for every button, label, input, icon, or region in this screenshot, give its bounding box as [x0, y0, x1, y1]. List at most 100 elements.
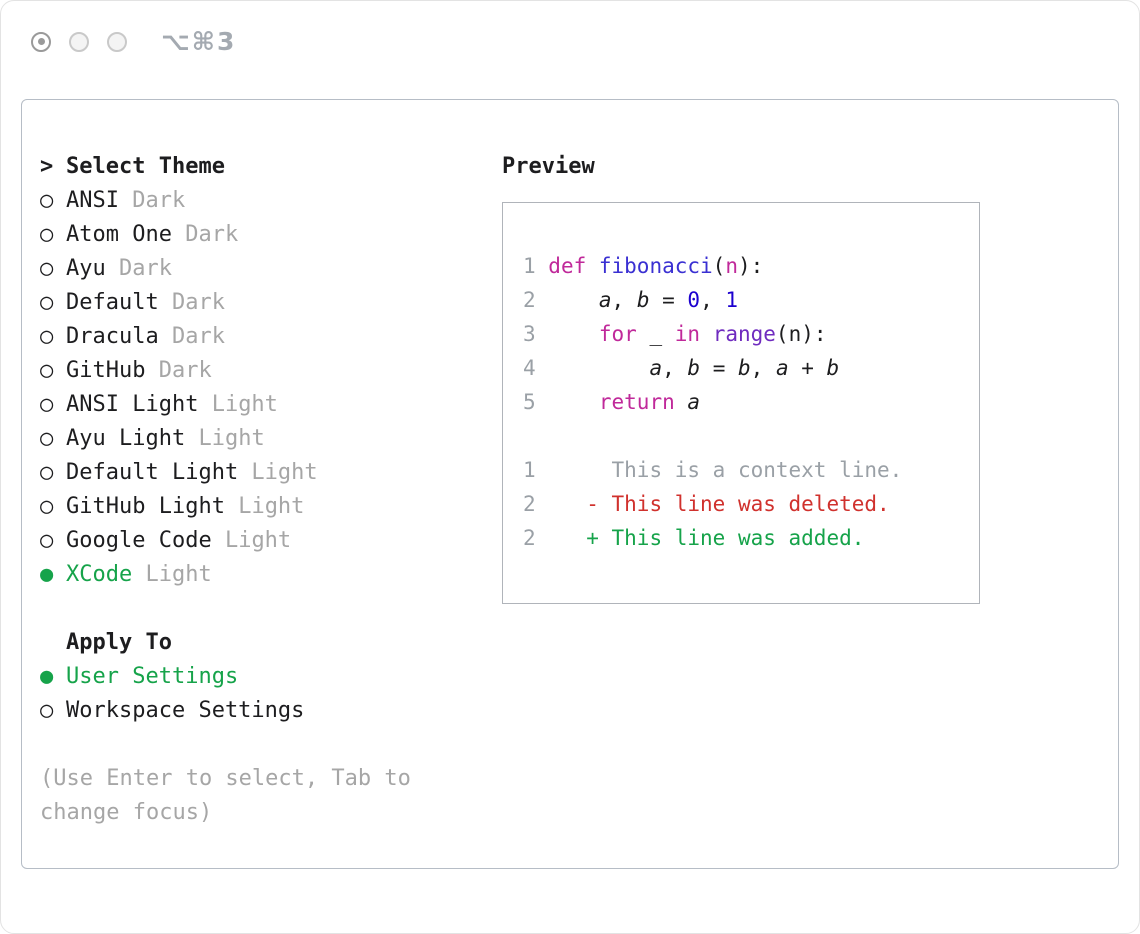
code-line: 2 a, b = 0, 1 [523, 283, 979, 317]
radio-icon: ○ [40, 392, 54, 417]
theme-item[interactable]: ○Default Dark [40, 286, 411, 320]
apply-option[interactable]: ○ Workspace Settings [40, 694, 411, 728]
line-number: 2 [523, 288, 549, 312]
diff-line: 1 This is a context line. [523, 453, 979, 487]
radio-icon: ● [40, 664, 54, 689]
apply-option-label: User Settings [66, 664, 239, 689]
theme-item[interactable]: ○Atom One Dark [40, 218, 411, 252]
theme-item[interactable]: ○ ANSI Dark [40, 184, 411, 218]
code-token: , [611, 288, 637, 312]
radio-icon: ○ [40, 222, 54, 247]
code-token: a [598, 288, 612, 312]
titlebar: ⌥⌘3 [31, 27, 236, 56]
diff-text: This is a context line. [548, 458, 903, 482]
apply-option[interactable]: ● User Settings [40, 660, 411, 694]
theme-variant: Light [185, 426, 265, 451]
radio-icon: ○ [40, 358, 54, 383]
theme-variant: Light [198, 392, 278, 417]
theme-variant: Light [132, 562, 212, 587]
apply-to-title: Apply To [66, 630, 172, 655]
code-line: 3 for _ in range(n): [523, 317, 979, 351]
diff-text: + This line was added. [548, 526, 865, 550]
theme-name: GitHub Light [66, 494, 225, 519]
code-token: a [775, 356, 789, 380]
radio-icon: ● [40, 562, 54, 587]
code-token: 0 [687, 288, 701, 312]
theme-variant: Dark [105, 256, 172, 281]
theme-item[interactable]: ○Default Light Light [40, 456, 411, 490]
line-number: 2 [523, 492, 549, 516]
code-token: , [750, 356, 776, 380]
theme-list: ○ANSI Dark○Atom One Dark○Ayu Dark○Defaul… [40, 184, 411, 592]
hint-line-2: change focus) [40, 800, 213, 825]
code-token: for [598, 322, 637, 346]
radio-icon: ○ [40, 494, 54, 519]
radio-icon: ○ [40, 426, 54, 451]
code-token: b [738, 356, 751, 380]
line-number: 2 [523, 526, 549, 550]
theme-variant: Dark [145, 358, 212, 383]
traffic-light-zoom-icon[interactable] [107, 31, 127, 52]
theme-item[interactable]: ○Ayu Dark [40, 252, 411, 286]
code-token [675, 390, 688, 414]
traffic-light-dot [37, 38, 45, 45]
main-panel: >Select Theme ○ANSI Dark○Atom One Dark○A… [21, 99, 1119, 869]
diff-line: 2 + This line was added. [523, 521, 979, 555]
window-shortcut: ⌥⌘3 [161, 27, 237, 56]
traffic-light-minimize-icon[interactable] [69, 31, 89, 52]
theme-item[interactable]: ○GitHub Light Light [40, 490, 411, 524]
apply-option-label: Workspace Settings [66, 698, 305, 723]
code-token: return [598, 390, 675, 414]
diff-line: 2 - This line was deleted. [523, 487, 979, 521]
code-token: b [826, 356, 840, 380]
code-token: def [548, 254, 599, 278]
code-token [548, 356, 649, 380]
theme-name: Dracula [66, 324, 159, 349]
radio-icon: ○ [40, 256, 54, 281]
line-number: 4 [523, 356, 549, 380]
radio-icon: ○ [40, 324, 54, 349]
preview-column: Preview 1 def fibonacci(n):2 a, b = 0, 1… [502, 150, 980, 604]
select-theme-title: >Select Theme [40, 150, 411, 184]
prompt-marker: > [40, 154, 54, 179]
code-token: , [700, 288, 726, 312]
theme-item[interactable]: ○ Dracula Dark [40, 320, 411, 354]
code-token: = [700, 356, 738, 380]
theme-item[interactable]: ○ Ayu Light Light [40, 422, 411, 456]
code-line: 4 a, b = b, a + b [523, 351, 979, 385]
code-token: _ [636, 322, 675, 346]
theme-item[interactable]: ○Google Code Light [40, 524, 411, 558]
theme-variant: Dark [158, 324, 225, 349]
theme-item[interactable]: ○GitHub Dark [40, 354, 411, 388]
theme-name: Ayu Light [66, 426, 186, 451]
radio-icon: ○ [40, 188, 54, 213]
code-token: b [636, 288, 650, 312]
radio-icon: ○ [40, 460, 54, 485]
theme-column: >Select Theme ○ANSI Dark○Atom One Dark○A… [40, 150, 411, 830]
code-token: + [788, 356, 827, 380]
theme-name: ANSI [66, 188, 119, 213]
hint-text: (Use Enter to select, Tab to change focu… [40, 762, 411, 830]
code-token: a [687, 390, 701, 414]
traffic-light-close-icon[interactable] [31, 31, 51, 52]
theme-item[interactable]: ○ANSI Light Light [40, 388, 411, 422]
theme-item[interactable]: ●XCode Light [40, 558, 411, 592]
code-token: range [712, 322, 776, 346]
radio-icon: ○ [40, 290, 54, 315]
code-token [548, 322, 599, 346]
code-token: 1 [725, 288, 739, 312]
radio-icon: ○ [40, 698, 54, 723]
hint-line-1: (Use Enter to select, Tab to [40, 766, 411, 791]
theme-variant: Dark [171, 222, 239, 247]
code-token: = [649, 288, 688, 312]
code-token: n [725, 254, 738, 278]
code-line: 1 def fibonacci(n): [523, 249, 979, 283]
code-token: a [649, 356, 663, 380]
theme-variant: Dark [118, 188, 186, 213]
line-number: 1 [523, 458, 549, 482]
theme-name: Default Light [66, 460, 239, 485]
theme-name: Default [66, 290, 159, 315]
theme-variant: Light [211, 528, 292, 553]
